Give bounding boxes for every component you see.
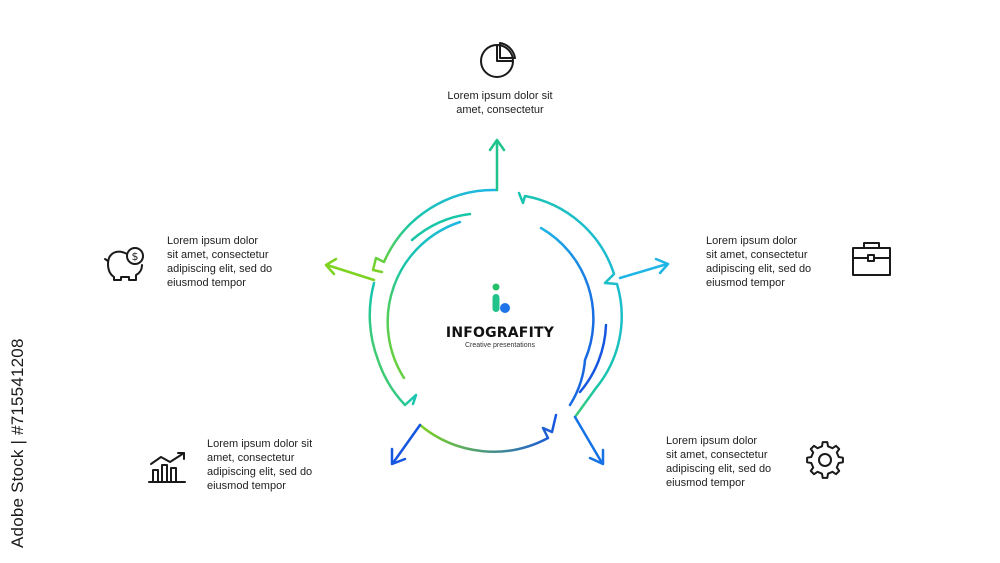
text-line: eiusmod tempor	[666, 477, 745, 489]
arrow-right	[618, 257, 670, 280]
piggy-bank-dollar-icon: $	[104, 247, 144, 281]
cycle-segment-top	[371, 188, 499, 274]
stock-watermark: Adobe Stock | #715541208	[8, 338, 27, 548]
text-line: Lorem ipsum dolor	[666, 435, 758, 447]
arrow-lower-right	[573, 415, 605, 466]
cycle-segment-right	[517, 191, 623, 419]
text-line: sit amet, consectetur	[706, 249, 808, 261]
inner-arc-lower-right	[578, 323, 608, 394]
gear-icon	[806, 441, 844, 479]
inner-arc-right	[539, 226, 595, 407]
text-line: adipiscing elit, sed do	[207, 466, 313, 478]
arrow-left	[324, 257, 376, 282]
text-line: sit amet, consectetur	[167, 249, 269, 261]
brand-title: INFOGRAFITY	[445, 325, 555, 341]
text-line: Lorem ipsum dolor sit	[447, 90, 553, 102]
text-line: eiusmod tempor	[706, 277, 785, 289]
brand-subtitle: Creative presentations	[464, 342, 536, 349]
text-line: eiusmod tempor	[207, 480, 286, 492]
step-text-lower-left: Lorem ipsum dolor sit amet, consectetur …	[207, 437, 312, 493]
arrow-top	[488, 138, 506, 192]
arrow-lower-left	[390, 423, 422, 466]
text-line: Lorem ipsum dolor	[167, 235, 259, 247]
text-line: adipiscing elit, sed do	[167, 263, 273, 275]
inner-arc-top	[410, 212, 472, 242]
text-line: Lorem ipsum dolor	[706, 235, 798, 247]
text-line: eiusmod tempor	[167, 277, 246, 289]
text-line: adipiscing elit, sed do	[666, 463, 772, 475]
bar-chart-growth-icon	[148, 452, 186, 483]
cycle-segment-bottom	[418, 413, 558, 453]
infografity-logo-icon	[492, 283, 510, 313]
svg-text:$: $	[132, 250, 139, 263]
step-text-top: Lorem ipsum dolor sit amet, consectetur	[439, 89, 561, 117]
text-line: Lorem ipsum dolor sit	[207, 438, 313, 450]
briefcase-icon	[852, 242, 891, 276]
step-text-right: Lorem ipsum dolor sit amet, consectetur …	[706, 234, 811, 290]
step-text-left: Lorem ipsum dolor sit amet, consectetur …	[167, 234, 272, 290]
text-line: adipiscing elit, sed do	[706, 263, 812, 275]
text-line: amet, consectetur	[207, 452, 295, 464]
inner-arc-left	[386, 220, 462, 380]
step-text-lower-right: Lorem ipsum dolor sit amet, consectetur …	[666, 434, 771, 490]
cycle-segment-left	[368, 281, 418, 407]
text-line: sit amet, consectetur	[666, 449, 768, 461]
text-line: amet, consectetur	[456, 104, 544, 116]
pie-chart-icon	[480, 42, 516, 78]
